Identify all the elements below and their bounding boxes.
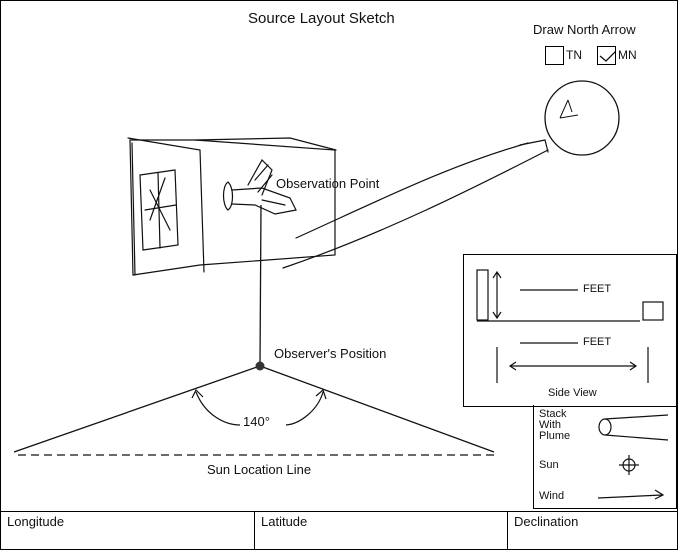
page-title: Source Layout Sketch [248, 10, 395, 27]
declination-cell[interactable]: Declination [508, 511, 677, 549]
mn-label: MN [618, 48, 637, 62]
feet-label-2: FEET [583, 336, 612, 348]
latitude-cell[interactable]: Latitude [255, 511, 508, 549]
angle-label: 140° [243, 414, 270, 429]
longitude-cell[interactable]: Longitude [1, 511, 255, 549]
angle-arc [191, 388, 327, 426]
latitude-label: Latitude [261, 514, 308, 529]
longitude-label: Longitude [7, 514, 65, 529]
sight-line [259, 204, 262, 365]
side-view-box [463, 254, 677, 407]
legend-stack-label-2: With [539, 419, 561, 431]
mn-checkbox[interactable] [597, 46, 616, 65]
sun-location-label: Sun Location Line [207, 462, 312, 477]
legend-wind-label: Wind [539, 490, 565, 502]
observation-point-sketch [222, 159, 297, 215]
check-mark-icon [599, 51, 615, 62]
side-view-drawing [476, 269, 664, 383]
legend-symbols [597, 414, 669, 500]
declination-label: Declination [514, 514, 579, 529]
observer-position-label: Observer's Position [274, 346, 387, 361]
legend-stack-label-3: Plume [539, 430, 571, 442]
legend-sun-label: Sun [539, 459, 559, 471]
observer-dot [255, 361, 265, 371]
north-arrow-circle [544, 80, 620, 156]
feet-label-1: FEET [583, 283, 612, 295]
north-arrow-title: Draw North Arrow [533, 22, 636, 37]
tn-checkbox[interactable] [545, 46, 564, 65]
side-view-caption: Side View [548, 387, 597, 399]
observation-point-label: Observation Point [276, 176, 380, 191]
legend-stack-label-1: Stack [539, 408, 567, 420]
legend-box [533, 405, 677, 509]
observer-triangle [13, 365, 495, 456]
tn-label: TN [566, 48, 582, 62]
plume-sketch [282, 139, 549, 269]
building-sketch [127, 137, 337, 276]
